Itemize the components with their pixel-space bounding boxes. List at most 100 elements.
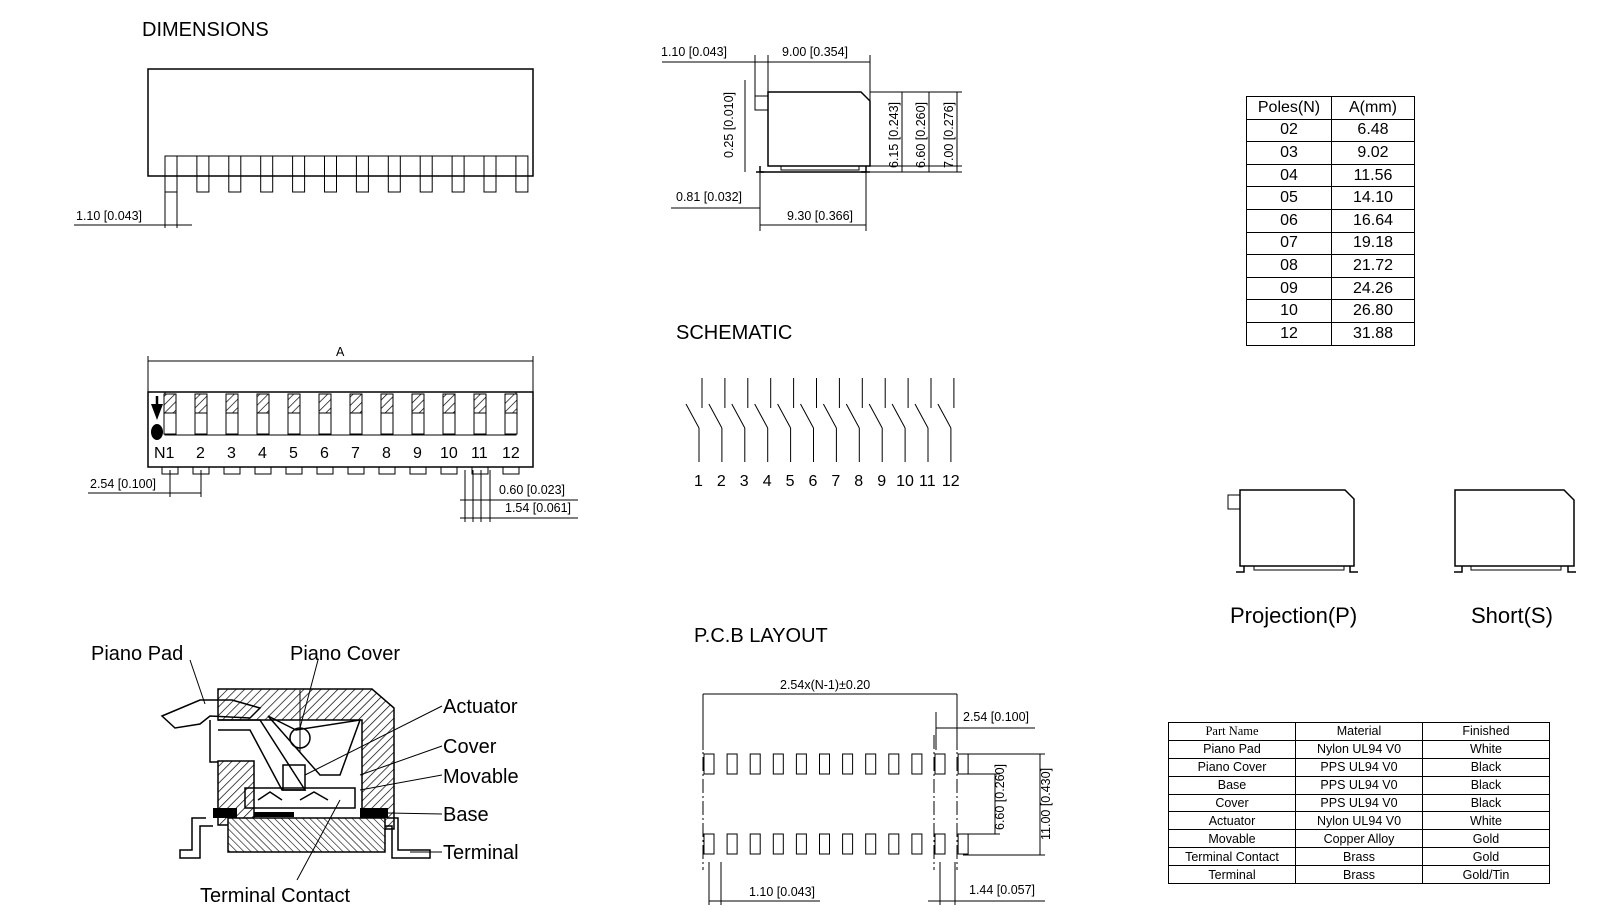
material-cell: Actuator [1168,811,1296,831]
switch-actuator [380,393,394,414]
front-lead [285,466,303,475]
schematic-pin-label: 10 [896,473,914,490]
material-cell: Piano Pad [1168,739,1296,759]
front-lead [223,466,241,475]
material-cell: Movable [1168,829,1296,849]
cross-section: Piano Pad Piano Cover Actuator Cover Mov… [91,643,519,907]
callout-terminal: Terminal [443,842,519,864]
material-cell: White [1422,739,1550,759]
material-cell: Nylon UL94 V0 [1295,811,1423,831]
top-view: 1.10 [0.043] [74,68,534,228]
material-cell: PPS UL94 V0 [1295,793,1423,813]
schematic-pin-label: 12 [942,473,960,490]
pcb-pad-bottom [749,833,761,855]
pcb-pad-rows [702,735,969,870]
poles-header-cell: Poles(N) [1246,96,1332,120]
pcb-pad-bottom [819,833,830,855]
schematic-pin-label: 9 [877,473,886,490]
front-lead [440,466,458,475]
material-header-cell: Material [1295,722,1423,741]
front-lead [347,466,365,475]
pcb-pad-bottom [795,833,807,855]
dim-top-pitch: 1.10 [0.043] [76,209,142,223]
pcb-pad-bottom [934,833,946,855]
material-cell: Cover [1168,793,1296,813]
switch-actuator [411,393,425,414]
material-cell: Terminal Contact [1168,847,1296,867]
variant-projection-label: Projection(P) [1230,603,1357,628]
pcb-pad-top [865,753,877,775]
material-cell: Nylon UL94 V0 [1295,739,1423,759]
side-view: 1.10 [0.043] 9.00 [0.354] 0.25 [0.010] 6… [661,45,962,231]
pcb-layout-title: P.C.B LAYOUT [694,625,828,647]
pcb-pad-bottom [888,833,900,855]
front-lead [409,466,427,475]
material-cell: Black [1422,793,1550,813]
schematic-pin-label: 4 [763,473,772,490]
top-lead [164,155,178,193]
material-cell: White [1422,811,1550,831]
material-cell: Base [1168,775,1296,795]
pcb-pad-bottom [957,833,969,855]
arrow-down-icon [151,404,163,420]
poles-cell: 03 [1246,141,1332,165]
switch-actuator [163,393,177,414]
front-lead [502,466,520,475]
material-cell: Gold [1422,847,1550,867]
schematic-pin-label: 1 [694,473,703,490]
switch-actuator [225,393,239,414]
switch-number: 7 [351,445,360,462]
pcb-pad-bottom [911,833,923,855]
material-cell: Gold [1422,829,1550,849]
top-lead [260,155,274,193]
variant-projection: Projection(P) [1227,489,1358,628]
switch-actuator [442,393,456,414]
callout-movable: Movable [443,766,519,788]
switch-actuator [194,393,208,414]
poles-cell: 09 [1246,276,1332,301]
top-lead [451,155,465,193]
dim-pcb-overall: 11.00 [0.430] [1039,768,1053,840]
schematic-pin-label: 3 [740,473,749,490]
schematic-switch [754,378,772,462]
callout-actuator: Actuator [443,696,518,718]
top-lead [387,155,401,193]
schematic-switch [914,378,932,462]
material-header-cell: Part Name [1168,722,1296,741]
material-cell: PPS UL94 V0 [1295,757,1423,777]
switch-actuator [256,393,270,414]
dim-pcb-pitch: 2.54 [0.100] [963,710,1029,724]
schematic-switch [822,378,840,462]
dim-front-lead-span: 1.54 [0.061] [505,501,571,515]
switch-number: 6 [320,445,329,462]
dim-pcb-row-spacing: 6.60 [0.260] [993,764,1007,830]
schematic-switches [685,378,955,462]
switch-number: 2 [196,445,205,462]
schematic-pin-label: 11 [919,473,936,490]
pcb-pad-top [795,753,807,775]
dim-side-body-width: 9.00 [0.354] [782,45,848,59]
pcb-pad-top [772,753,784,775]
material-cell: Brass [1295,865,1423,885]
dim-pcb-pad-length: 1.44 [0.057] [969,883,1035,897]
poles-cell: 06 [1246,208,1332,233]
callout-piano-cover: Piano Cover [290,643,400,665]
switch-number: N1 [154,445,175,462]
schematic-pin-label: 6 [809,473,818,490]
poles-cell: 19.18 [1331,231,1415,256]
schematic-switch [891,378,909,462]
top-lead [483,155,497,193]
